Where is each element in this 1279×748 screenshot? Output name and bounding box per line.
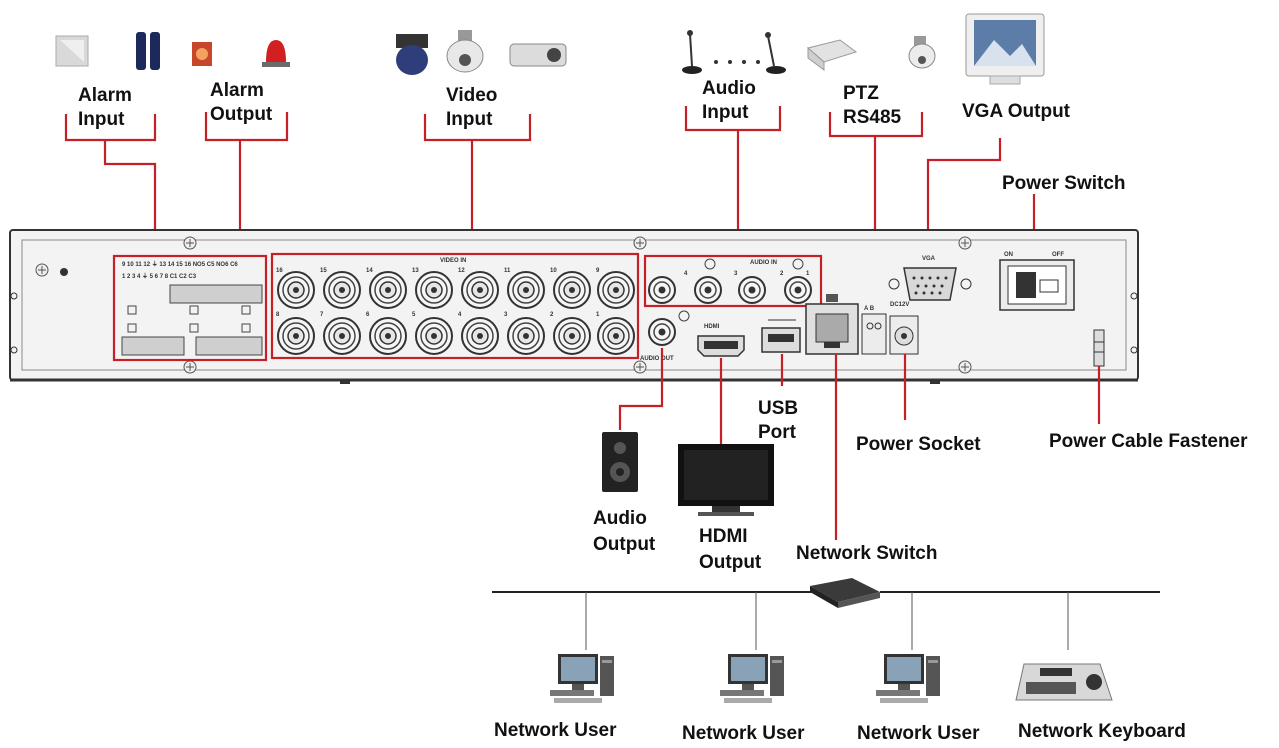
- ptz-label-line2: RS485: [843, 107, 902, 128]
- alarm-input-devices-icon: [55, 32, 160, 70]
- audio-out-caption: AUDIO OUT: [640, 356, 674, 362]
- alarm-top-numbers: 9 10 11 12 ⏚ 13 14 15 16 NO5 C5 NO6 C6: [122, 261, 238, 268]
- power-socket: DC12V: [889, 302, 919, 355]
- bnc-number-labels: 16 15 14 13 12 11 10 9 8 7 6 5 4 3 2 1: [276, 268, 600, 318]
- bnc-bottom-number: 2: [550, 312, 554, 318]
- ptz-devices-icon: [806, 36, 936, 71]
- bnc-bottom-number: 7: [320, 312, 324, 318]
- alarm-bottom-numbers: 1 2 3 4 ⏚ 5 6 7 8 C1 C2 C3: [122, 273, 197, 280]
- network-user-label: Network User: [682, 723, 805, 744]
- hdmi-port: HDMI: [697, 324, 745, 357]
- bnc-top-number: 13: [412, 268, 419, 274]
- power-socket-label: Power Socket: [856, 434, 981, 455]
- bnc-top-number: 11: [504, 268, 511, 274]
- network-bus: [492, 591, 1160, 650]
- bnc-top-number: 9: [596, 268, 600, 274]
- bnc-bottom-number: 3: [504, 312, 508, 318]
- audio-in-number: 1: [806, 271, 810, 277]
- network-keyboard-icon: [1015, 663, 1113, 701]
- network-user-label: Network User: [857, 723, 980, 744]
- power-cable-fastener: [1093, 329, 1105, 367]
- alarm-output-label-line1: Alarm: [210, 80, 264, 101]
- audio-in-number: 2: [780, 271, 784, 277]
- bnc-top-number: 14: [366, 268, 373, 274]
- audio-out-connector: AUDIO OUT: [640, 310, 690, 362]
- audio-input-label-line2: Input: [702, 102, 749, 123]
- bnc-bottom-number: 8: [276, 312, 280, 318]
- network-user-label: Network User: [494, 720, 617, 741]
- audio-in-number: 4: [684, 271, 688, 277]
- power-switch-label: Power Switch: [1002, 173, 1126, 194]
- bnc-bottom-number: 5: [412, 312, 416, 318]
- video-input-label-line2: Input: [446, 109, 493, 130]
- alarm-terminal-block: 9 10 11 12 ⏚ 13 14 15 16 NO5 C5 NO6 C6 1…: [112, 254, 268, 362]
- usb-port-label-line1: USB: [758, 398, 798, 419]
- hdmi-monitor-icon: [678, 444, 774, 516]
- network-port: [805, 294, 859, 355]
- bnc-top-number: 12: [458, 268, 465, 274]
- video-in-caption: VIDEO IN: [440, 258, 466, 264]
- power-switch: ON OFF: [999, 252, 1075, 311]
- network-user-pc-icon: [550, 654, 614, 703]
- usb-port: [761, 319, 801, 353]
- vga-output-label: VGA Output: [962, 101, 1071, 122]
- bnc-top-number: 10: [550, 268, 557, 274]
- bnc-bottom-number: 1: [596, 312, 600, 318]
- alarm-input-label-line2: Input: [78, 109, 125, 130]
- microphones-icon: [682, 30, 786, 74]
- vga-caption: VGA: [922, 256, 936, 262]
- rs485-caption: A B: [864, 306, 875, 312]
- hdmi-output-label-line1: HDMI: [699, 526, 748, 547]
- video-in-connectors: VIDEO IN: [270, 252, 640, 360]
- hdmi-caption: HDMI: [704, 324, 720, 330]
- network-user-pc-icon: [876, 654, 940, 703]
- audio-output-label-line1: Audio: [593, 508, 647, 529]
- video-input-label-line1: Video: [446, 85, 497, 106]
- hdmi-output-label-line2: Output: [699, 552, 762, 573]
- bnc-bottom-number: 6: [366, 312, 370, 318]
- audio-in-caption: AUDIO IN: [750, 260, 777, 266]
- power-cable-fastener-label: Power Cable Fastener: [1049, 431, 1248, 452]
- audio-in-connectors: AUDIO IN 4 3 2 1: [643, 254, 823, 308]
- switch-on-caption: ON: [1004, 252, 1013, 258]
- alarm-output-label-line2: Output: [210, 104, 273, 125]
- ptz-label-line1: PTZ: [843, 83, 879, 104]
- network-switch-label: Network Switch: [796, 543, 937, 564]
- bnc-top-number: 16: [276, 268, 283, 274]
- dc-caption: DC12V: [890, 302, 909, 308]
- switch-off-caption: OFF: [1052, 252, 1064, 258]
- bnc-bottom-number: 4: [458, 312, 462, 318]
- cameras-icon: [396, 30, 567, 75]
- callout-lines-bottom: [618, 348, 1101, 540]
- network-user-pc-icon: [720, 654, 784, 703]
- network-keyboard-label: Network Keyboard: [1018, 721, 1186, 742]
- speaker-icon: [602, 432, 638, 492]
- vga-monitor-icon: [965, 13, 1045, 85]
- audio-in-number: 3: [734, 271, 738, 277]
- usb-port-label-line2: Port: [758, 422, 797, 443]
- alarm-input-label-line1: Alarm: [78, 85, 132, 106]
- network-switch-icon: [810, 578, 880, 608]
- vga-port: VGA: [888, 256, 972, 301]
- audio-input-label-line1: Audio: [702, 78, 756, 99]
- audio-output-label-line2: Output: [593, 534, 656, 555]
- alarm-output-devices-icon: [192, 40, 290, 67]
- rs485-terminal: A B: [861, 306, 887, 355]
- bnc-top-number: 15: [320, 268, 327, 274]
